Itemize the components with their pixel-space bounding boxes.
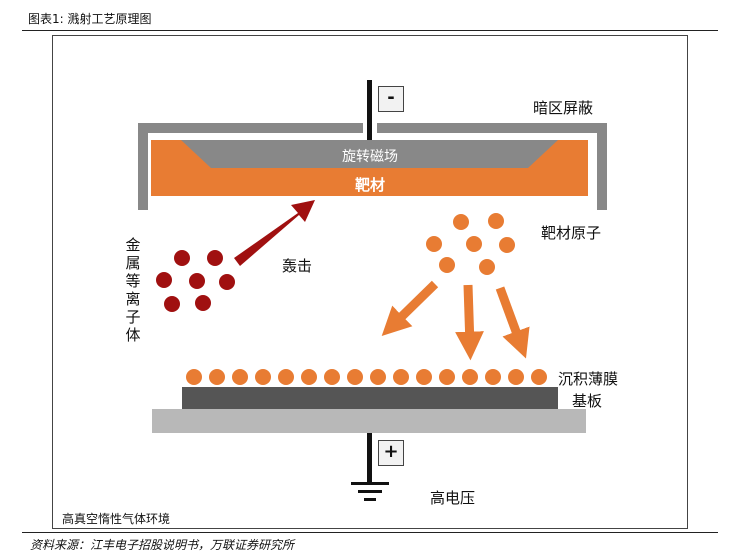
rotating-magnet-label: 旋转磁场 <box>342 149 398 165</box>
source-note: 资料来源：江丰电子招股说明书，万联证券研究所 <box>30 538 295 552</box>
bombard-arrow <box>234 200 315 266</box>
environment-label: 高真空惰性气体环境 <box>62 512 171 526</box>
deposition-arrows <box>381 280 530 361</box>
ion <box>174 250 190 266</box>
target-label: 靶材 <box>355 176 385 194</box>
target-atoms-label: 靶材原子 <box>541 224 602 242</box>
deposition-arrow <box>495 286 530 359</box>
substrate-dark <box>182 387 558 409</box>
dark-shield-label: 暗区屏蔽 <box>533 99 594 117</box>
title-divider <box>22 30 718 31</box>
deposited-film-label: 沉积薄膜 <box>558 370 619 388</box>
high-voltage-label: 高电压 <box>430 489 476 507</box>
bombard-label: 轰击 <box>282 257 313 275</box>
ion <box>156 272 172 288</box>
substrate-label: 基板 <box>572 392 603 410</box>
substrate-base <box>152 409 586 433</box>
deposition-arrow <box>381 280 439 337</box>
ion <box>164 296 180 312</box>
ion <box>195 295 211 311</box>
source-divider <box>22 532 718 533</box>
atom <box>426 236 442 252</box>
deposited-film-atoms <box>186 369 547 385</box>
target-atoms <box>426 213 515 275</box>
atom <box>439 257 455 273</box>
ground-line-2 <box>358 490 382 493</box>
deposition-arrow <box>455 284 484 361</box>
atom <box>453 214 469 230</box>
diagram-frame <box>52 35 688 529</box>
cathode-rod <box>367 80 372 142</box>
ion <box>189 273 205 289</box>
metal-ions-label: 金属等离子体 <box>125 236 141 344</box>
positive-terminal: + <box>378 440 404 466</box>
shield-right <box>377 123 607 210</box>
ion <box>219 274 235 290</box>
atom <box>466 236 482 252</box>
ground-line-3 <box>364 498 376 501</box>
shield-left <box>138 123 363 210</box>
anode-rod <box>367 433 372 483</box>
atom <box>499 237 515 253</box>
figure-title: 图表1: 溅射工艺原理图 <box>28 12 152 26</box>
rotating-magnet <box>181 140 558 168</box>
atom <box>479 259 495 275</box>
negative-terminal: - <box>378 86 404 112</box>
atom <box>488 213 504 229</box>
ion <box>207 250 223 266</box>
metal-ions <box>156 250 235 312</box>
ground-line-1 <box>351 482 389 485</box>
